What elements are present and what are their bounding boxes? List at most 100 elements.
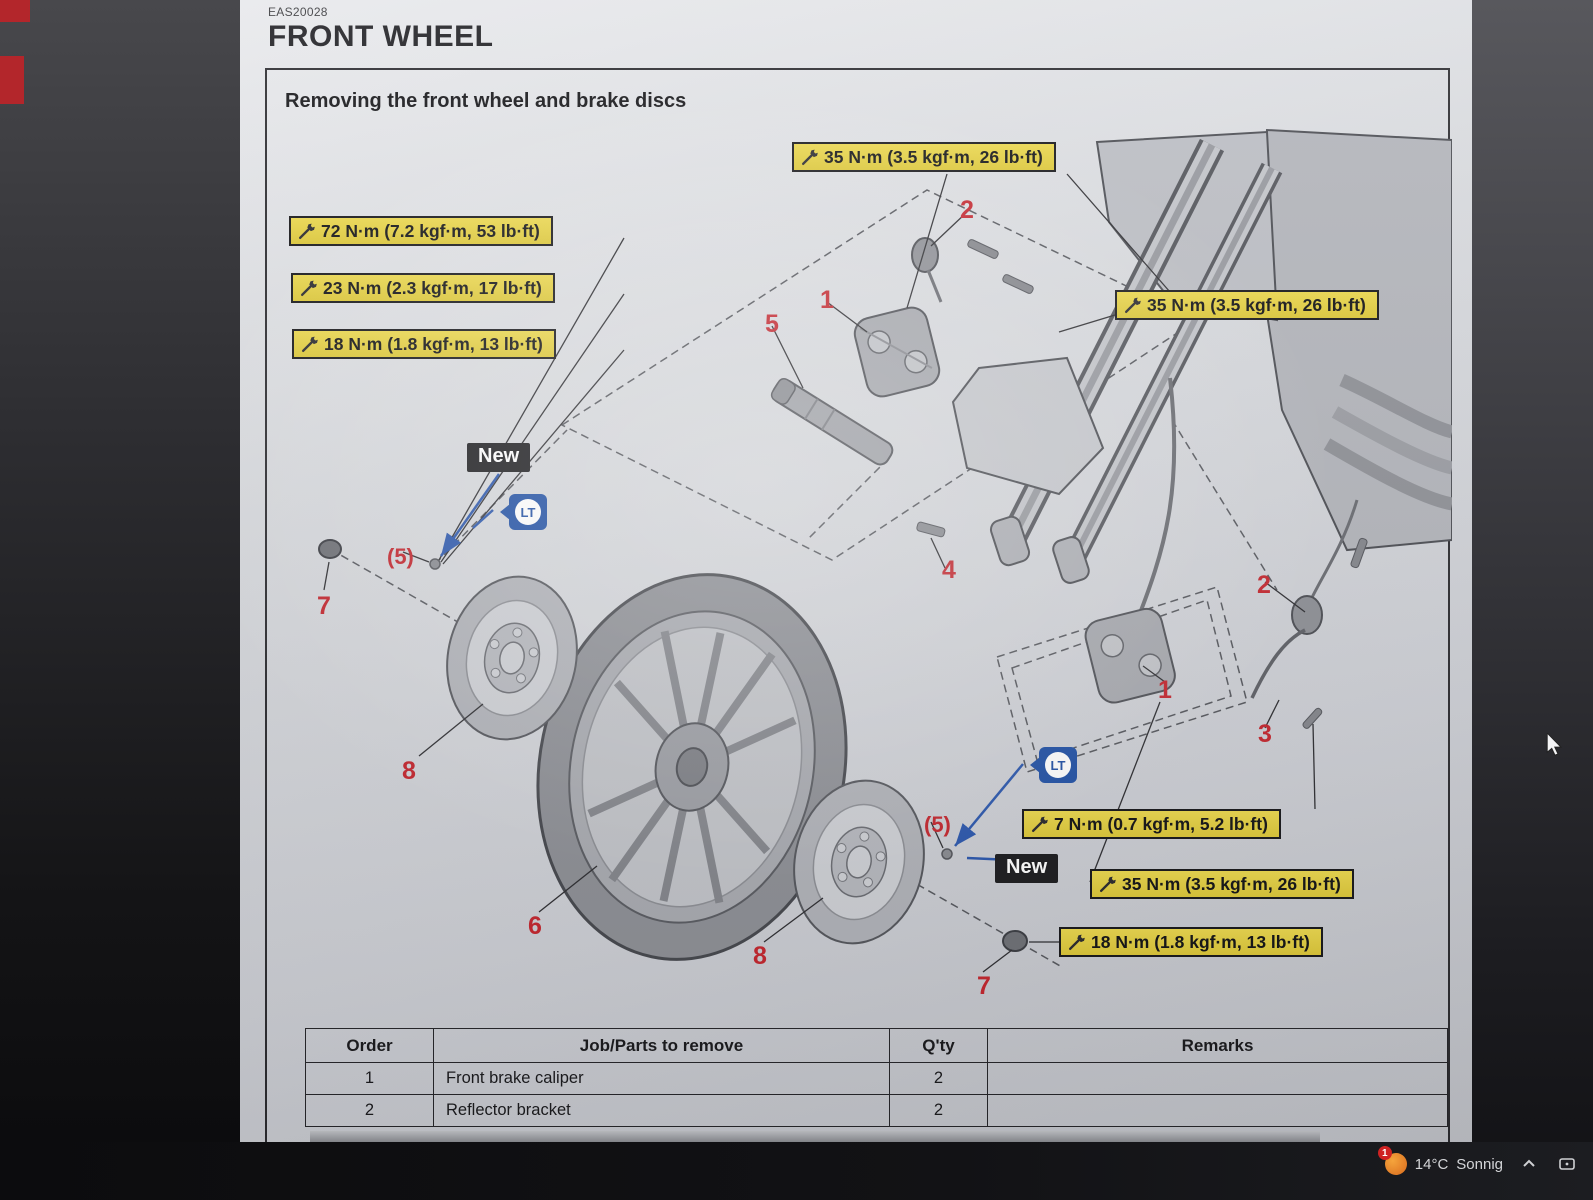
torque-spec-label: 35 N·m (3.5 kgf·m, 26 lb·ft) (1090, 869, 1354, 899)
engine-exhaust-assembly (1255, 128, 1452, 552)
wrench-icon (1068, 934, 1085, 950)
left-edge-red-fragment (0, 56, 24, 104)
reflector-bracket (1250, 628, 1306, 699)
manual-page: EAS20028 FRONT WHEEL (240, 0, 1472, 1142)
left-bezel (0, 0, 240, 1200)
mounting-bolt (1002, 274, 1034, 294)
cell-qty: 2 (889, 1062, 988, 1095)
cell-remarks (987, 1094, 1448, 1127)
brake-disc-right (793, 779, 925, 945)
wrench-icon (298, 223, 315, 239)
tray-icon[interactable] (1555, 1152, 1579, 1176)
col-header-remarks: Remarks (987, 1028, 1448, 1063)
torque-spec-label: 35 N·m (3.5 kgf·m, 26 lb·ft) (1115, 290, 1379, 320)
torque-value: 35 N·m (3.5 kgf·m, 26 lb·ft) (1147, 294, 1366, 315)
wrench-icon (301, 336, 318, 352)
cell-remarks (987, 1062, 1448, 1095)
mounting-bolt (967, 239, 999, 259)
cell-order: 2 (305, 1094, 434, 1127)
weather-condition: Sonnig (1456, 1155, 1503, 1173)
cell-job: Reflector bracket (433, 1094, 890, 1127)
reflector-top (911, 237, 939, 273)
callout-number: 3 (1258, 720, 1272, 748)
table-header-row: Order Job/Parts to remove Q'ty Remarks (305, 1028, 1448, 1063)
bracket-bolt (1302, 707, 1323, 729)
brake-caliper-top (853, 306, 941, 398)
torque-spec-label: 18 N·m (1.8 kgf·m, 13 lb·ft) (1059, 927, 1323, 957)
exhaust-pipe (1323, 438, 1452, 511)
pinch-bolt (916, 521, 946, 538)
axle-cap-left (318, 539, 342, 559)
front-fender (951, 356, 1105, 496)
new-part-label: New (995, 854, 1059, 883)
wrench-icon (801, 149, 818, 165)
torque-spec-label: 35 N·m (3.5 kgf·m, 26 lb·ft) (792, 142, 1056, 172)
torque-spec-label: 23 N·m (2.3 kgf·m, 17 lb·ft) (291, 273, 555, 303)
mouse-cursor (1546, 733, 1563, 756)
right-bezel (1472, 0, 1593, 1200)
torque-spec-label: 7 N·m (0.7 kgf·m, 5.2 lb·ft) (1022, 809, 1281, 839)
callout-number: 2 (1257, 571, 1271, 599)
taskbar: 1 14°C Sonnig (1377, 1146, 1579, 1176)
page-title: FRONT WHEEL (268, 20, 494, 53)
table-row: 1 Front brake caliper 2 (305, 1062, 1448, 1095)
callout-number: 5 (765, 310, 779, 338)
cell-job: Front brake caliper (433, 1062, 890, 1095)
chevron-up-icon[interactable] (1517, 1152, 1541, 1176)
washer-top (429, 558, 441, 570)
torque-value: 72 N·m (7.2 kgf·m, 53 lb·ft) (321, 220, 540, 241)
callout-number: 7 (317, 592, 331, 620)
exhaust-pipe (1331, 406, 1452, 475)
left-edge-red-fragment (0, 0, 30, 22)
loctite-lt-text: LT (515, 499, 541, 525)
brake-caliper-right (1084, 607, 1176, 704)
wrench-icon (1099, 876, 1116, 892)
weather-temperature: 14°C (1414, 1155, 1449, 1173)
wrench-icon (300, 280, 317, 296)
callout-number: 2 (960, 196, 974, 224)
notification-badge: 1 (1377, 1146, 1392, 1160)
fork-end-left (989, 515, 1031, 567)
cell-order: 1 (305, 1062, 434, 1095)
torque-value: 23 N·m (2.3 kgf·m, 17 lb·ft) (323, 277, 542, 298)
figure-frame: Removing the front wheel and brake discs… (265, 68, 1452, 1142)
front-wheel (536, 573, 848, 961)
exhaust-pipe (1339, 374, 1452, 439)
wrench-icon (1124, 297, 1141, 313)
col-header-job: Job/Parts to remove (433, 1028, 890, 1063)
parts-table: Order Job/Parts to remove Q'ty Remarks 1… (305, 1028, 1448, 1127)
page-bottom-edge (310, 1131, 1320, 1142)
col-header-order: Order (305, 1028, 434, 1063)
callout-qty: (5) (924, 812, 951, 837)
callout-number: 1 (820, 286, 834, 314)
callout-number: 8 (402, 757, 416, 785)
new-part-label: New (467, 443, 531, 472)
torque-value: 18 N·m (1.8 kgf·m, 13 lb·ft) (1091, 931, 1310, 952)
brake-hose (1133, 377, 1177, 627)
col-header-qty: Q'ty (889, 1028, 988, 1063)
callout-number: 7 (977, 972, 991, 1000)
washer-bottom (941, 848, 953, 860)
document-code: EAS20028 (268, 5, 328, 19)
table-row: 2 Reflector bracket 2 (305, 1094, 1448, 1127)
torque-value: 35 N·m (3.5 kgf·m, 26 lb·ft) (824, 146, 1043, 167)
torque-value: 35 N·m (3.5 kgf·m, 26 lb·ft) (1122, 873, 1341, 894)
callout-number: 8 (753, 942, 767, 970)
small-parts (318, 237, 1368, 952)
weather-widget[interactable]: 1 14°C Sonnig (1377, 1146, 1503, 1175)
brake-disc-left (446, 575, 578, 741)
weather-icon: 1 (1377, 1146, 1407, 1175)
wrench-icon (1031, 816, 1048, 832)
loctite-badge: LT (499, 494, 547, 530)
leader-lines (323, 173, 1316, 973)
taskbar-background (0, 1142, 1593, 1200)
fork-end-right (1052, 536, 1090, 584)
torque-spec-label: 18 N·m (1.8 kgf·m, 13 lb·ft) (292, 329, 556, 359)
callout-number: 1 (1158, 676, 1172, 704)
callout-qty: (5) (387, 544, 414, 569)
exploded-diagram (318, 128, 1452, 973)
loctite-badge: LT (1029, 747, 1077, 783)
bracket-bolt (1350, 537, 1368, 569)
callout-number: 6 (528, 912, 542, 940)
